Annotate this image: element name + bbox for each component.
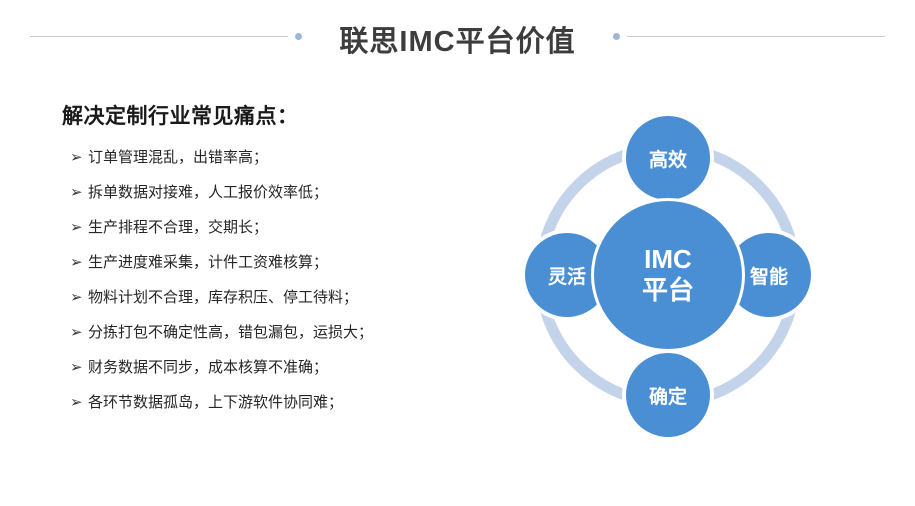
list-item: ➢ 分拣打包不确定性高，错包漏包，运损大； — [62, 323, 492, 343]
list-item: ➢ 订单管理混乱，出错率高； — [62, 148, 492, 168]
list-item: ➢ 生产排程不合理，交期长； — [62, 218, 492, 238]
list-item-label: 各环节数据孤岛，上下游软件协同难； — [88, 394, 344, 411]
list-item: ➢ 拆单数据对接难，人工报价效率低； — [62, 183, 492, 203]
list-item-label: 拆单数据对接难，人工报价效率低； — [88, 184, 329, 201]
list-item-label: 生产排程不合理，交期长； — [88, 219, 269, 236]
list-item-label: 物料计划不合理，库存积压、停工待料； — [88, 289, 359, 306]
header-dot-left-icon — [295, 33, 302, 40]
header-rule-right — [627, 36, 885, 37]
list-item: ➢ 各环节数据孤岛，上下游软件协同难； — [62, 393, 492, 413]
diagram-center-label-line1: IMC — [644, 244, 692, 275]
page-title: 联思IMC平台价值 — [339, 26, 576, 58]
arrow-bullet-icon: ➢ — [70, 254, 83, 271]
arrow-bullet-icon: ➢ — [70, 184, 83, 201]
pain-points-section: 解决定制行业常见痛点： ➢ 订单管理混乱，出错率高； ➢ 拆单数据对接难，人工报… — [62, 100, 492, 428]
list-item: ➢ 物料计划不合理，库存积压、停工待料； — [62, 288, 492, 308]
diagram-node-bottom: 确定 — [626, 353, 710, 437]
list-item: ➢ 财务数据不同步，成本核算不准确； — [62, 358, 492, 378]
header-rule-left — [30, 36, 288, 37]
arrow-bullet-icon: ➢ — [70, 149, 83, 166]
diagram-center-label-line2: 平台 — [641, 275, 694, 305]
section-title: 解决定制行业常见痛点： — [62, 105, 299, 128]
list-item: ➢ 生产进度难采集，计件工资难核算； — [62, 253, 492, 273]
list-item-label: 订单管理混乱，出错率高； — [88, 149, 269, 166]
diagram-node-top-label: 高效 — [648, 149, 687, 171]
diagram-node-top: 高效 — [626, 116, 710, 200]
diagram-node-left-label: 灵活 — [547, 266, 586, 288]
arrow-bullet-icon: ➢ — [70, 219, 83, 236]
list-item-label: 生产进度难采集，计件工资难核算； — [88, 254, 329, 271]
diagram-node-bottom-label: 确定 — [648, 386, 687, 408]
arrow-bullet-icon: ➢ — [70, 359, 83, 376]
arrow-bullet-icon: ➢ — [70, 289, 83, 306]
slide-header: 联思IMC平台价值 — [0, 0, 915, 72]
diagram-node-center: IMC 平台 — [594, 201, 742, 349]
list-item-label: 财务数据不同步，成本核算不准确； — [88, 359, 329, 376]
diagram-node-right-label: 智能 — [749, 266, 788, 288]
header-dot-right-icon — [613, 33, 620, 40]
list-item-label: 分拣打包不确定性高，错包漏包，运损大； — [88, 324, 374, 341]
arrow-bullet-icon: ➢ — [70, 394, 83, 411]
arrow-bullet-icon: ➢ — [70, 324, 83, 341]
pain-points-list: ➢ 订单管理混乱，出错率高； ➢ 拆单数据对接难，人工报价效率低； ➢ 生产排程… — [62, 148, 492, 413]
platform-value-diagram: 高效 智能 确定 灵活 IMC 平台 — [483, 100, 853, 470]
